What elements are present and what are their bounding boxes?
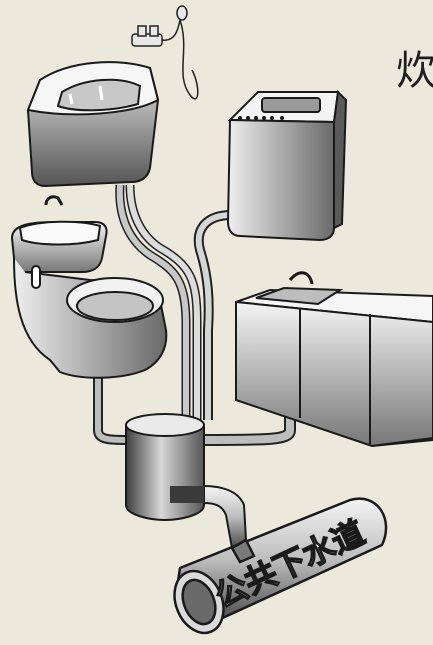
heading-fragment: 炊 bbox=[396, 38, 433, 96]
washing-machine-icon bbox=[228, 92, 346, 240]
water-tank-icon bbox=[28, 62, 158, 186]
kitchen-sink-icon bbox=[236, 273, 433, 446]
